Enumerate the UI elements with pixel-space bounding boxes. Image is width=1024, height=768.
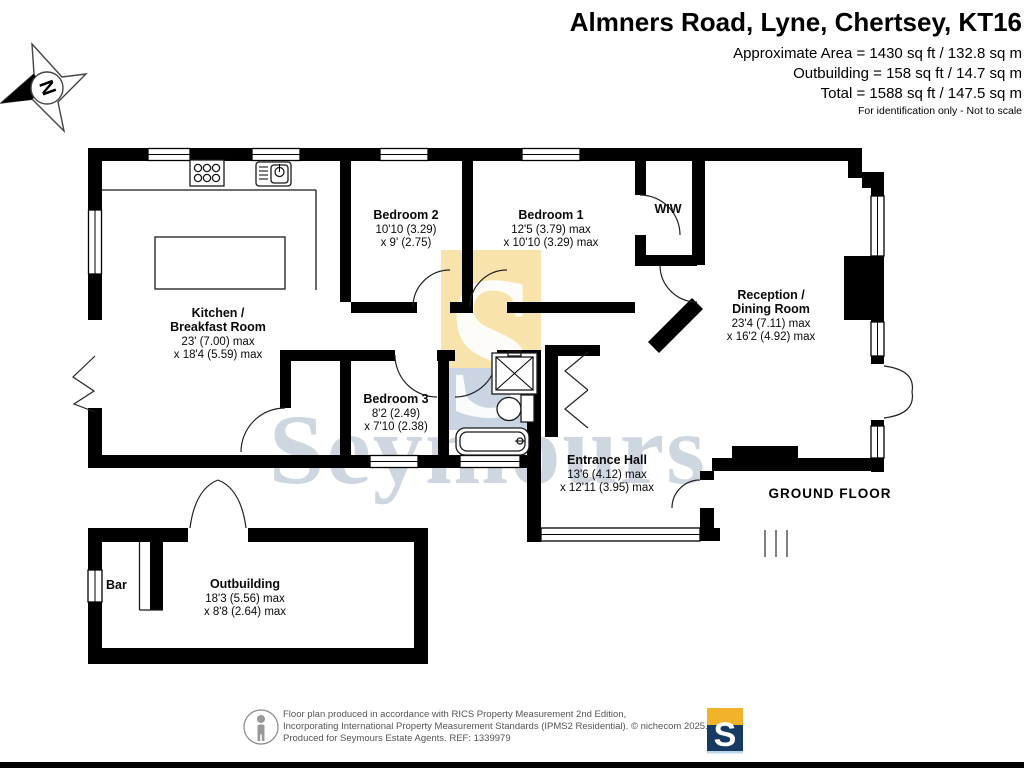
room-label-bar: Bar (106, 578, 127, 592)
interior-walls (280, 148, 705, 455)
kitchen-island (154, 236, 286, 290)
bedroom1-door-arc (469, 269, 508, 308)
room-label-bedroom3: Bedroom 3 (363, 392, 428, 406)
room-dim-bedroom3-1: 8'2 (2.49) (372, 408, 420, 420)
disclaimer-text: For identification only - Not to scale (858, 105, 1022, 117)
room-label-reception2: Dining Room (732, 302, 810, 316)
french-door-arc (883, 365, 914, 393)
bathroom-fixtures (455, 350, 538, 456)
wiw-door-arc (639, 194, 681, 236)
window (147, 147, 191, 162)
window (459, 454, 521, 469)
window (870, 321, 885, 357)
room-dim-bedroom2-1: 10'10 (3.29) (375, 224, 436, 236)
reception-door-arc (659, 264, 698, 303)
footer: Floor plan produced in accordance with R… (0, 708, 1024, 768)
window (87, 569, 103, 603)
outbuilding-door-arc (217, 479, 247, 529)
window (369, 454, 419, 469)
room-label-kitchen: Kitchen / (192, 306, 245, 320)
room-label-bedroom1: Bedroom 1 (518, 208, 583, 222)
kitchen-door-arc (240, 407, 286, 453)
compass-dial (30, 71, 64, 105)
room-dim-outbuilding1: 18'3 (5.56) max (205, 593, 285, 605)
room-label-wiw: WIW (654, 202, 681, 216)
room-dim-kitchen2: x 18'4 (5.59) max (174, 349, 263, 361)
logo-letter: S (714, 716, 737, 754)
stove-icon (189, 159, 225, 187)
window (521, 147, 581, 162)
angled-hall-wall (648, 298, 703, 353)
window (870, 425, 885, 459)
total-area-text: Total = 1588 sq ft / 147.5 sq m (821, 85, 1022, 102)
room-dim-bedroom1-2: x 10'10 (3.29) max (504, 237, 599, 249)
bedroom3-door-arc (394, 354, 438, 398)
toilet-icon (496, 394, 535, 423)
room-dim-bedroom1-1: 12'5 (3.79) max (511, 224, 591, 236)
chimney-breast-bottom (732, 446, 798, 458)
room-label-reception: Reception / (737, 288, 805, 302)
bathtub-icon (455, 427, 530, 456)
room-dim-bedroom2-2: x 9' (2.75) (381, 237, 432, 249)
room-labels: Kitchen / Breakfast Room 23' (7.00) max … (106, 202, 892, 618)
sink-icon (255, 161, 292, 187)
compass: N (0, 42, 88, 134)
outbuilding-walls (88, 528, 428, 664)
room-dim-kitchen1: 23' (7.00) max (181, 336, 254, 348)
room-dim-reception1: 23'4 (7.11) max (732, 318, 811, 330)
windows (87, 147, 885, 603)
entry-steps (764, 530, 788, 557)
doors (72, 194, 914, 557)
outbuilding-door-arc (189, 479, 219, 529)
header: Almners Road, Lyne, Chertsey, KT16 Appro… (570, 7, 1022, 117)
room-label-bedroom2: Bedroom 2 (373, 208, 438, 222)
person-icon (243, 709, 279, 745)
footer-line2: Incorporating International Property Mea… (283, 721, 708, 732)
room-label-entrance-hall: Entrance Hall (567, 453, 647, 467)
approx-area-text: Approximate Area = 1430 sq ft / 132.8 sq… (733, 45, 1022, 62)
closet-bifold-icon (564, 389, 589, 429)
chimney-breast-right (844, 256, 884, 320)
room-label-outbuilding: Outbuilding (210, 577, 280, 591)
bar-partition-wall (150, 542, 163, 610)
bottom-bar (0, 762, 1024, 768)
floor-label: GROUND FLOOR (769, 486, 892, 501)
window (87, 209, 103, 275)
window (251, 147, 301, 162)
room-dim-outbuilding2: x 8'8 (2.64) max (204, 606, 286, 618)
room-label-kitchen2: Breakfast Room (170, 320, 266, 334)
footer-line1: Floor plan produced in accordance with R… (283, 709, 626, 720)
porch-glazing (540, 527, 701, 542)
logo-gold-block (707, 708, 743, 725)
logo-strip (707, 751, 743, 754)
room-dim-entrance1: 13'6 (4.12) max (567, 469, 647, 481)
closet-bifold-icon (564, 351, 589, 391)
window (870, 195, 885, 257)
room-dim-reception2: x 16'2 (4.92) max (727, 331, 816, 343)
kitchen-fixtures (102, 159, 317, 290)
french-door-arc (883, 391, 914, 419)
seymours-logo: S (707, 708, 743, 754)
logo-navy-block (707, 725, 743, 751)
bifold-door-icon (72, 355, 96, 413)
window (379, 147, 429, 162)
bedroom2-door-arc (412, 269, 451, 308)
front-door-arc (671, 479, 701, 509)
compass-north-label: N (34, 77, 60, 98)
room-dim-bedroom3-2: x 7'10 (2.38) (364, 421, 428, 433)
footer-line3: Produced for Seymours Estate Agents. REF… (283, 733, 511, 744)
page-title: Almners Road, Lyne, Chertsey, KT16 (570, 7, 1022, 37)
room-dim-entrance2: x 12'11 (3.95) max (560, 482, 654, 494)
shower-icon (491, 350, 538, 395)
outbuilding-area-text: Outbuilding = 158 sq ft / 14.7 sq m (793, 65, 1022, 82)
